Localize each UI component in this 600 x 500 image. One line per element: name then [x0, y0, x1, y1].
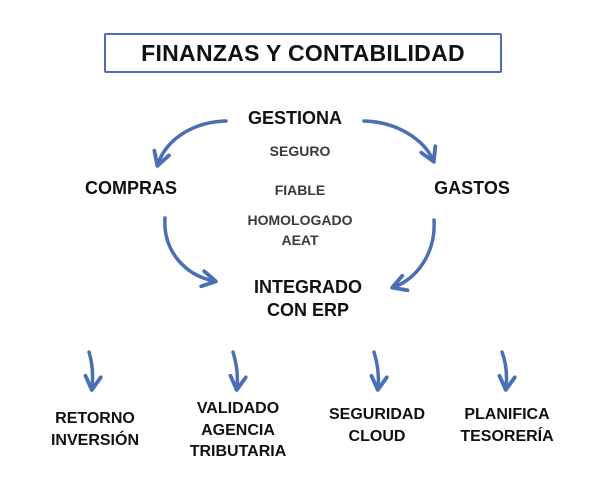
benefit-tributaria-label: TRIBUTARIA: [189, 443, 287, 461]
arrow-down-retorno: [83, 350, 103, 392]
trait-seguro-label: SEGURO: [269, 143, 331, 159]
node-gestiona: GESTIONA: [235, 107, 355, 130]
arrow-down-seguridad: [369, 350, 389, 392]
trait-seguro: SEGURO: [240, 141, 360, 161]
node-compras: COMPRAS: [68, 177, 194, 200]
benefit-seguridad-label: SEGURIDAD: [328, 406, 425, 423]
trait-fiable-label: FIABLE: [274, 182, 326, 198]
trait-homologado-aeat: HOMOLOGADO AEAT: [230, 210, 370, 251]
node-gastos-label: GASTOS: [434, 178, 510, 198]
trait-aeat-label: AEAT: [281, 232, 319, 249]
node-gastos: GASTOS: [412, 177, 532, 200]
node-gestiona-label: GESTIONA: [247, 108, 342, 128]
arrow-gestiona-gastos: [362, 119, 438, 164]
title-box: FINANZAS Y CONTABILIDAD: [104, 33, 502, 73]
benefit-cloud-label: CLOUD: [348, 427, 406, 445]
benefit-validado-agencia: VALIDADO AGENCIA TRIBUTARIA: [168, 398, 308, 463]
arrow-down-planifica: [497, 350, 517, 392]
diagram-title: FINANZAS Y CONTABILIDAD: [141, 39, 465, 66]
trait-homologado-label: HOMOLOGADO: [247, 212, 353, 228]
node-compras-label: COMPRAS: [84, 178, 177, 198]
arrow-gestiona-compras: [152, 119, 228, 168]
node-integrado-label: INTEGRADO: [254, 277, 362, 297]
benefit-planifica-label: PLANIFICA: [464, 406, 550, 423]
benefit-validado-label: VALIDADO: [196, 400, 280, 417]
arrow-down-validado: [228, 350, 248, 392]
benefit-planifica-tesoreria: PLANIFICA TESORERÍA: [442, 404, 572, 447]
arrow-gastos-integrado: [390, 218, 436, 293]
node-erp-label: CON ERP: [266, 300, 349, 321]
benefit-retorno-label: RETORNO: [55, 410, 135, 427]
arrow-compras-integrado: [163, 216, 218, 289]
benefit-agencia-label: AGENCIA: [201, 421, 275, 439]
trait-fiable: FIABLE: [240, 180, 360, 200]
benefit-inversion-label: INVERSIÓN: [50, 431, 139, 449]
node-integrado-erp: INTEGRADO CON ERP: [228, 276, 388, 323]
benefit-seguridad-cloud: SEGURIDAD CLOUD: [312, 404, 442, 447]
benefit-tesoreria-label: TESORERÍA: [460, 427, 554, 445]
benefit-retorno-inversion: RETORNO INVERSIÓN: [30, 408, 160, 451]
